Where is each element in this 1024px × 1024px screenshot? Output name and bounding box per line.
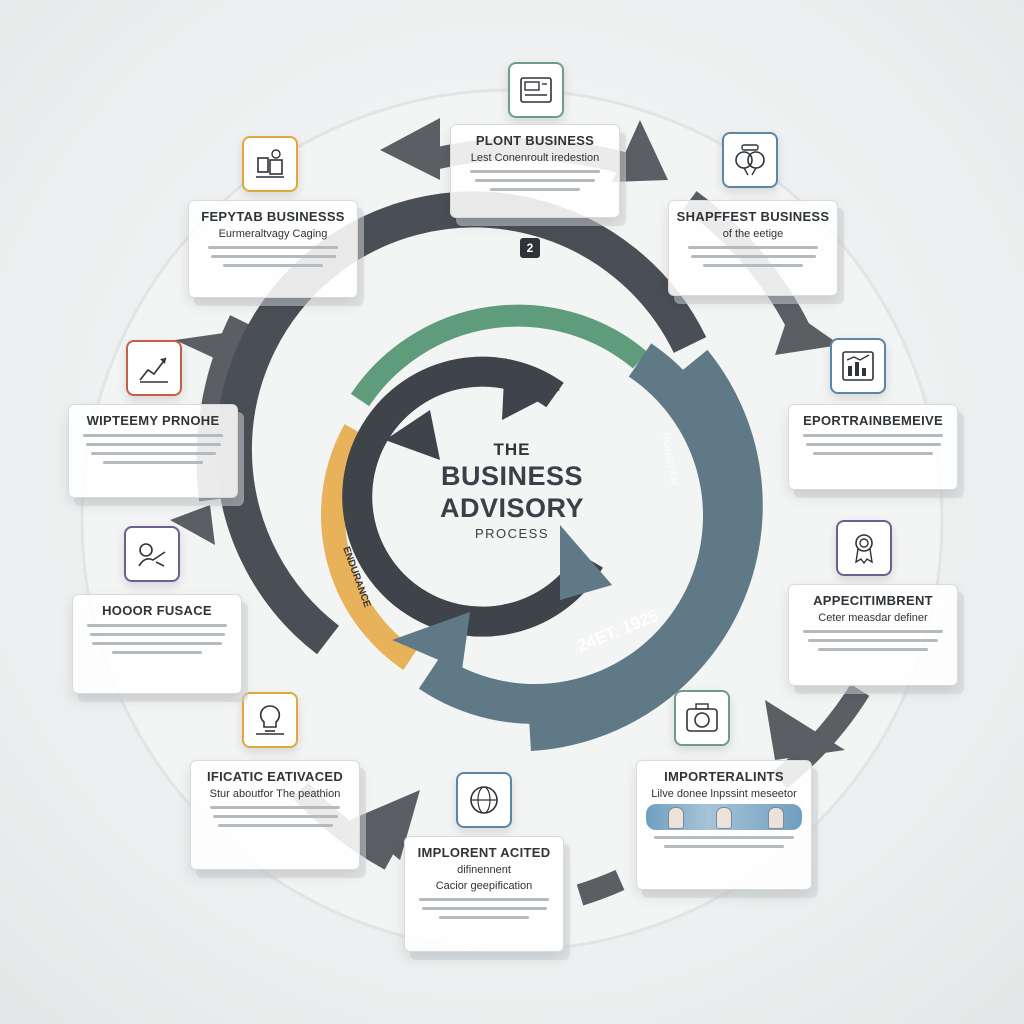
step-icon-box [836,520,892,576]
step-title: IFICATIC EATIVACED [206,769,344,784]
center-title-business: BUSINESS [440,461,584,491]
step-subtitle: Eurmeraltvagy Caging [218,228,328,240]
step-icon-box [722,132,778,188]
step-card-bottom: IMPLORENT ACITED difinennent Cacior geep… [404,836,564,952]
handshake-icon [138,543,166,567]
step-subtitle: Lilve donee lnpssint meseetor [651,788,797,800]
growth-icon [139,357,168,383]
step-subtitle: difinennent [457,864,511,876]
step-icon-box [674,690,730,746]
step-icon-box [126,340,182,396]
green-ring [350,304,648,407]
step-icon-box [456,772,512,828]
step-card-bottom-right: IMPORTERALINTS Lilve donee lnpssint mese… [636,760,812,890]
teal-ring-outer [529,349,763,751]
document-icon [520,77,552,103]
award-icon [855,534,873,565]
step-icon-box [830,338,886,394]
step-title: APPECITIMBRENT [813,593,933,608]
step-title: SHAPFFEST BUSINESS [676,209,830,224]
center-title: THE BUSINESS ADVISORY PROCESS [412,440,612,541]
step-icon-box [124,526,180,582]
team-icon [256,149,284,178]
step-card-top-left: FEPYTAB BUSINESSS Eurmeraltvagy Caging [188,200,358,298]
step-card-bottom-left: IFICATIC EATIVACED Stur aboutfor The pea… [190,760,360,870]
camera-icon [686,703,718,732]
step-title: WIPTEEMY PRNOHE [86,413,220,428]
step-title: PLONT BUSINESS [475,133,595,148]
lightbulb-icon [256,705,284,735]
step-card-left-lower: HOOOR FUSACE [72,594,242,694]
step-card-lower-right: APPECITIMBRENT Ceter measdar definer [788,584,958,686]
step-card-left-upper: WIPTEEMY PRNOHE [68,404,238,498]
yellow-ring [320,424,417,670]
center-title-process: PROCESS [474,526,550,541]
step-title: IMPLORENT ACITED [417,845,551,860]
step-icon-box [242,136,298,192]
step-title: IMPORTERALINTS [664,769,784,784]
balloons-icon [735,144,765,176]
center-title-the: THE [493,440,531,459]
step-title: FEPYTAB BUSINESSS [201,209,345,224]
step-subtitle: of the eetige [722,228,784,240]
step-icon-box [242,692,298,748]
step-number-badge: 2 [520,238,540,258]
step-subtitle-2: Cacior geepification [435,880,533,892]
inner-dark-ring [342,356,603,637]
team-photo-strip [646,804,802,830]
step-subtitle: Lest Conenroult iredestion [470,152,600,164]
inner-arrowheads [385,358,612,670]
step-card-right: EPORTRAINBEMEIVE [788,404,958,490]
step-subtitle: Stur aboutfor The peathion [209,788,341,800]
teal-ring-inner [418,343,744,725]
step-title: HOOOR FUSACE [102,603,212,618]
chart-icon [842,351,874,381]
step-card-top: PLONT BUSINESS Lest Conenroult iredestio… [450,124,620,218]
step-card-top-right: SHAPFFEST BUSINESS of the eetige [668,200,838,296]
step-icon-box [508,62,564,118]
outer-arrowheads [170,118,845,860]
step-title: EPORTRAINBEMEIVE [803,413,943,428]
center-title-advisory: ADVISORY [439,493,585,523]
step-subtitle: Ceter measdar definer [818,612,928,624]
globe-icon [470,786,498,814]
